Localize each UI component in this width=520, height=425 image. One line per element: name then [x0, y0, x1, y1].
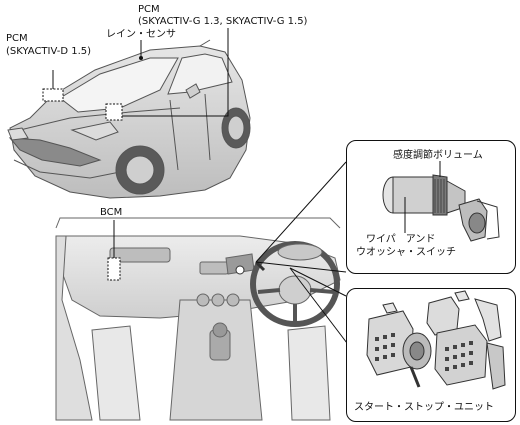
sensitivity-volume-label: 感度調節ボリューム	[393, 150, 483, 161]
pcm-d-location-marker	[42, 88, 64, 102]
pcm-d-title-label: PCM	[6, 33, 28, 44]
wiper-switch-illustration	[382, 161, 500, 242]
wiper-switch-callout	[346, 140, 516, 274]
dashboard-interior-illustration	[55, 217, 341, 421]
rain-sensor-label: レイン・センサ	[106, 29, 176, 40]
car-exterior-illustration	[7, 39, 251, 199]
pcm-d-sub-label: (SKYACTIV-D 1.5)	[6, 46, 92, 57]
wiper-switch-label-line2: ウオッシャ・スイッチ	[356, 247, 456, 258]
bcm-location-marker	[107, 257, 121, 281]
exterior-leader-lines	[52, 28, 229, 117]
wiper-switch-label-line1: ワイパ アンド	[366, 234, 436, 245]
pcm-g-sub-label: (SKYACTIV-G 1.3, SKYACTIV-G 1.5)	[138, 16, 308, 27]
start-stop-unit-label: スタート・ストップ・ユニット	[354, 402, 494, 413]
pcm-g-title-label: PCM	[138, 4, 160, 15]
bcm-label: BCM	[100, 207, 123, 218]
start-button-marker	[235, 265, 245, 275]
start-stop-unit-callout	[346, 288, 516, 422]
rain-sensor-location-marker	[139, 56, 143, 60]
start-stop-unit-illustration	[366, 290, 506, 390]
pcm-g-location-marker	[105, 103, 123, 121]
